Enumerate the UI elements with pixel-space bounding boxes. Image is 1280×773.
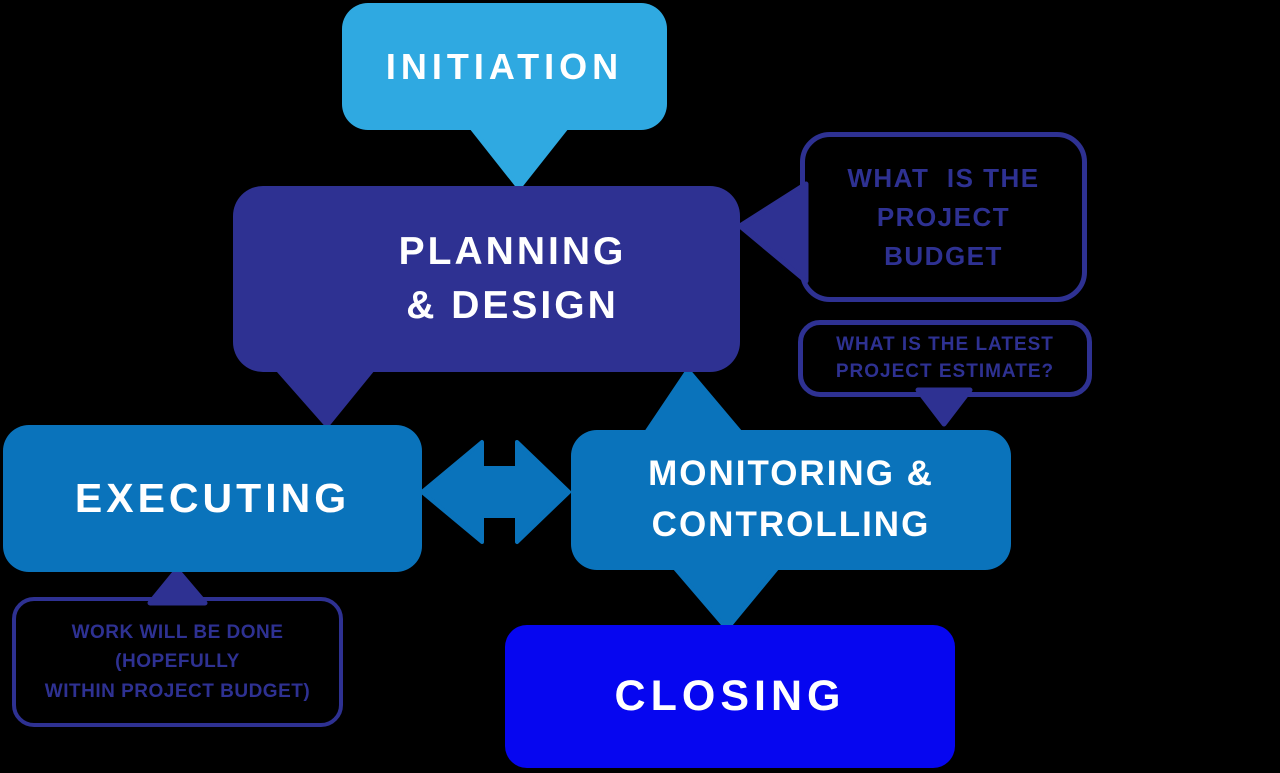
node-closing: CLOSING [505, 625, 955, 768]
callout-work-line3: WITHIN PROJECT BUDGET) [44, 680, 311, 702]
callout-work-line1: WORK WILL BE DONE [71, 621, 284, 643]
monitoring-down-arrow [671, 564, 781, 631]
node-initiation: INITIATION [342, 3, 667, 130]
initiation-tail-arrow [468, 124, 570, 190]
estimate-callout-tail [915, 387, 973, 427]
node-planning-label-line1: PLANNING [398, 230, 627, 274]
node-executing: EXECUTING [3, 425, 422, 572]
planning-tail-arrow [272, 363, 378, 428]
callout-project-budget: WHAT IS THE PROJECT BUDGET [800, 132, 1087, 302]
node-planning-label-line2: & DESIGN [406, 284, 619, 327]
work-callout-tail [147, 567, 208, 606]
callout-estimate-line2: PROJECT ESTIMATE? [835, 360, 1055, 382]
callout-budget-line3: BUDGET [884, 240, 1003, 271]
node-monitoring-label-line2: CONTROLLING [651, 505, 931, 544]
monitoring-up-arrow [643, 368, 744, 436]
node-planning-design: PLANNING & DESIGN [233, 186, 740, 372]
callout-estimate-line1: WHAT IS THE LATEST [836, 333, 1054, 355]
callout-work-done: WORK WILL BE DONE (HOPEFULLY WITHIN PROJ… [12, 597, 343, 727]
callout-latest-estimate: WHAT IS THE LATEST PROJECT ESTIMATE? [798, 320, 1092, 397]
node-executing-label: EXECUTING [74, 475, 351, 521]
budget-callout-tail [737, 181, 809, 284]
node-initiation-label: INITIATION [385, 45, 624, 87]
node-closing-label: CLOSING [614, 672, 846, 720]
double-arrow [420, 440, 571, 544]
callout-work-line2: (HOPEFULLY [115, 651, 240, 673]
node-monitoring-label-line1: MONITORING & [648, 454, 934, 494]
callout-budget-line2: PROJECT [876, 201, 1011, 232]
callout-budget-line1: WHAT IS THE [847, 162, 1040, 193]
node-monitoring-controlling: MONITORING & CONTROLLING [571, 430, 1011, 570]
